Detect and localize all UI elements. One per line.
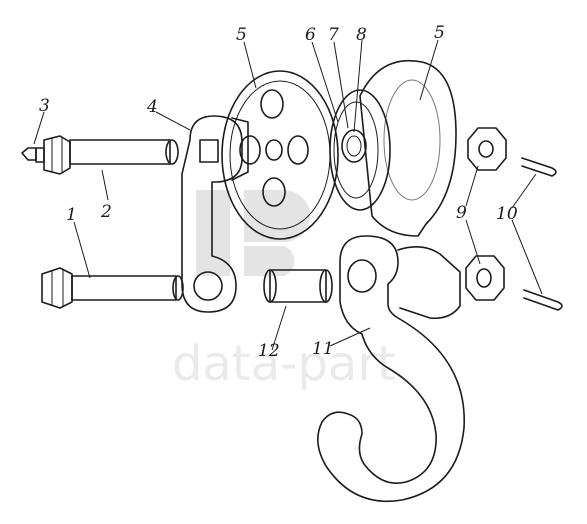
part-castle-nut-upper — [467, 127, 507, 171]
callout-11: 11 — [312, 339, 334, 359]
callout-10: 10 — [496, 204, 518, 224]
watermark-text: data-part — [172, 336, 396, 392]
leader-11 — [329, 327, 371, 347]
callout-3: 3 — [39, 96, 50, 116]
part-lower-bolt — [41, 267, 184, 309]
part-cheek-plate-left — [221, 70, 339, 240]
part-castle-nut-lower — [465, 255, 505, 301]
callout-4: 4 — [146, 97, 158, 117]
callout-6: 6 — [305, 25, 316, 45]
leader-10-upper — [511, 173, 537, 209]
leader-7 — [333, 41, 349, 129]
part-upper-bolt — [43, 135, 179, 175]
leader-5a — [243, 41, 257, 89]
leader-2 — [101, 169, 109, 201]
part-bearing — [341, 129, 367, 163]
part-hook — [317, 235, 465, 502]
callout-labels: 1 2 3 4 5 6 7 8 5 9 10 11 12 — [39, 23, 518, 361]
leader-9-lower — [465, 219, 481, 265]
callout-12: 12 — [258, 341, 280, 361]
part-cotter-pin-lower — [523, 289, 563, 311]
callout-2: 2 — [100, 202, 112, 222]
callout-5-right: 5 — [434, 23, 445, 43]
part-side-link-plate — [181, 115, 249, 313]
callout-1: 1 — [66, 205, 77, 225]
part-cheek-plate-right — [359, 60, 457, 237]
part-cotter-pin-upper — [521, 157, 557, 177]
leader-9-upper — [465, 165, 479, 207]
leader-3 — [33, 111, 45, 145]
watermark-logo: data-part — [172, 190, 396, 392]
leader-10-lower — [511, 219, 543, 295]
part-bushing — [263, 269, 333, 303]
leader-5b — [419, 39, 439, 101]
callout-9: 9 — [456, 203, 467, 223]
leader-1 — [73, 221, 91, 279]
callout-5-left: 5 — [236, 25, 247, 45]
leader-12 — [271, 305, 287, 351]
callout-8: 8 — [356, 25, 367, 45]
leader-4 — [155, 111, 191, 131]
leader-lines — [33, 39, 543, 351]
leader-6 — [311, 41, 339, 123]
callout-7: 7 — [328, 25, 339, 45]
part-grease-nipple — [21, 147, 45, 163]
leader-8 — [353, 39, 363, 133]
part-pulley-sheave — [329, 89, 391, 211]
